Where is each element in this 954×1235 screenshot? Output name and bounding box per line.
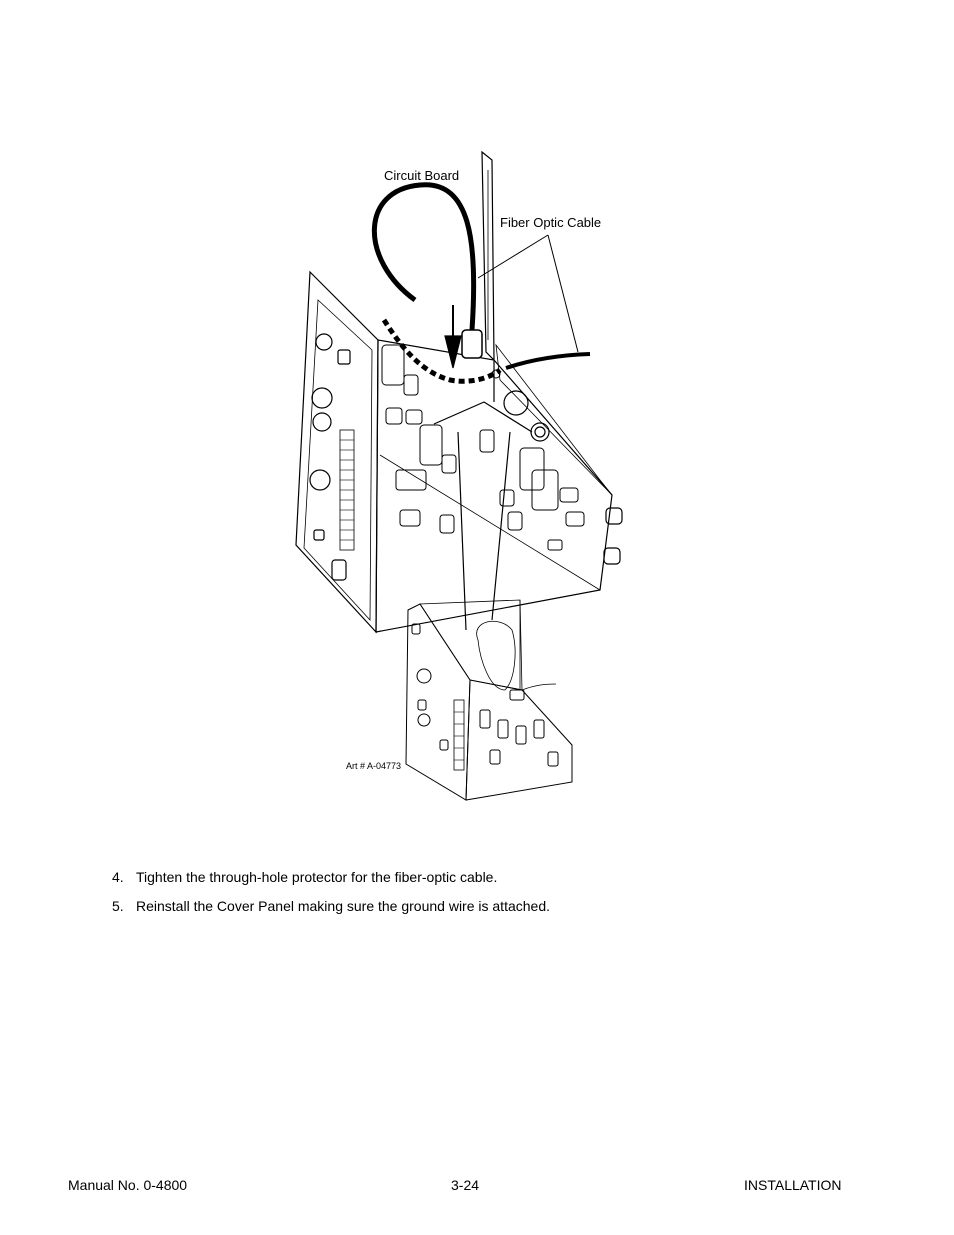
enclosure-overview	[405, 599, 573, 801]
step-text: Reinstall the Cover Panel making sure th…	[136, 898, 550, 914]
footer-section: INSTALLATION	[744, 1177, 842, 1193]
circuit-board-panel	[481, 150, 495, 362]
magnification-cone	[433, 401, 533, 631]
callout-leaders	[477, 234, 579, 353]
solenoid-valves	[381, 344, 585, 551]
callout-fiber-optic-cable: Fiber Optic Cable	[500, 215, 602, 230]
step-number: 5.	[112, 898, 124, 914]
step-number: 4.	[112, 869, 124, 885]
art-number: Art # A-04773	[346, 761, 402, 771]
enclosure-front-panel	[295, 270, 379, 634]
insertion-arrow	[444, 305, 462, 369]
footer-manual-number: Manual No. 0-4800	[68, 1177, 188, 1193]
fiber-optic-cable	[371, 182, 591, 384]
step-item: 4. Tighten the through-hole protector fo…	[112, 869, 497, 885]
footer-page-number: 3-24	[451, 1177, 480, 1193]
step-text: Tighten the through-hole protector for t…	[136, 869, 498, 885]
illustration-gas-control-enclosure	[295, 150, 623, 801]
callout-circuit-board: Circuit Board	[384, 168, 460, 183]
step-item: 5. Reinstall the Cover Panel making sure…	[112, 898, 550, 914]
enclosure-body	[375, 339, 623, 633]
